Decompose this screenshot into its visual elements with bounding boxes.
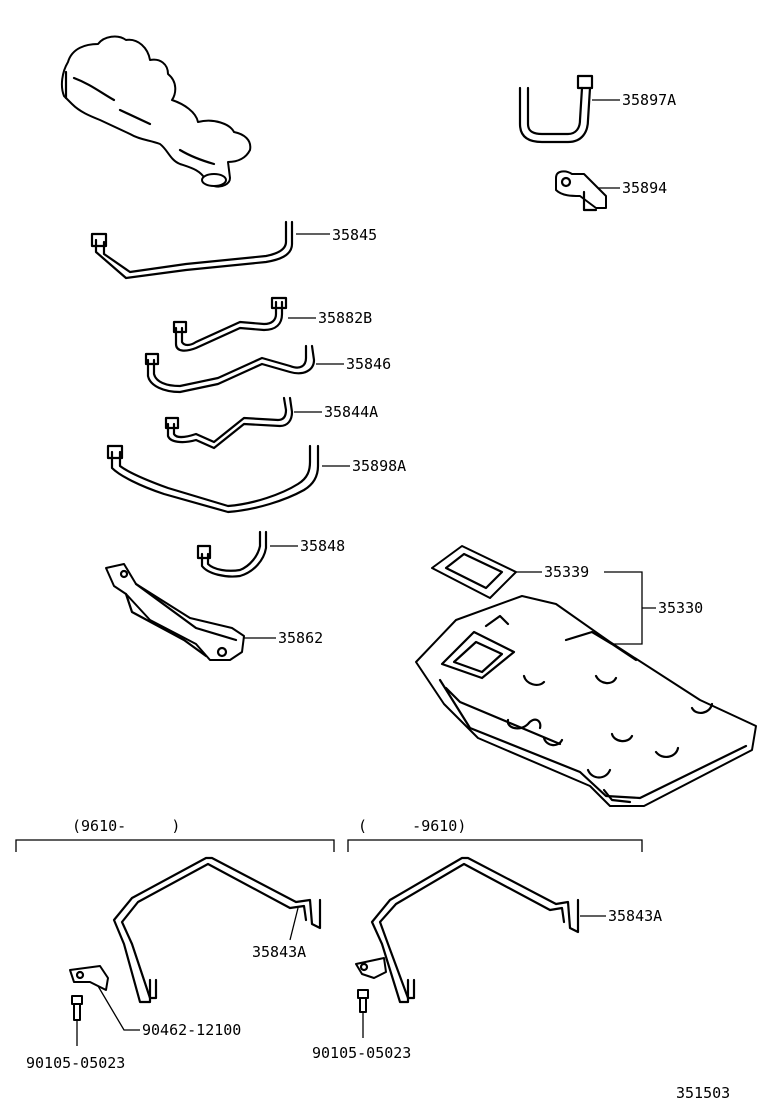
tube-35882B [172, 296, 288, 352]
clip-35894 [555, 170, 607, 212]
tube-35846 [144, 344, 316, 394]
label-90105-right: 90105-05023 [312, 1044, 411, 1062]
leader-35843A-left [289, 907, 299, 941]
tube-35844A [164, 396, 294, 450]
tube-35898A [106, 444, 320, 514]
tube-35848 [196, 530, 268, 578]
tube-35897A [518, 74, 594, 144]
bolt-90105-left [71, 995, 83, 1021]
gasket-35339 [431, 545, 517, 599]
clamp-right [355, 957, 387, 979]
label-35843A-left: 35843A [252, 943, 306, 961]
label-35846: 35846 [346, 355, 391, 373]
bolt-90105-right [357, 989, 369, 1013]
range-bracket-left [15, 839, 335, 852]
range-label-right: ( -9610) [358, 817, 466, 835]
label-90105-left: 90105-05023 [26, 1054, 125, 1072]
clamp-90462 [69, 965, 109, 991]
tube-35843A-right [370, 856, 580, 1004]
valve-body-part [60, 35, 252, 188]
label-35845: 35845 [332, 226, 377, 244]
label-35330: 35330 [658, 599, 703, 617]
strainer-35330 [415, 595, 757, 807]
label-35848: 35848 [300, 537, 345, 555]
label-35844A: 35844A [324, 403, 378, 421]
tube-35843A-left [112, 856, 322, 1004]
diagram-number: 351503 [676, 1084, 730, 1102]
label-35898A: 35898A [352, 457, 406, 475]
leader-35330-bracket [604, 571, 656, 645]
label-35894: 35894 [622, 179, 667, 197]
label-35843A-right: 35843A [608, 907, 662, 925]
leader-90462 [97, 985, 140, 1031]
label-35339: 35339 [544, 563, 589, 581]
label-35862: 35862 [278, 629, 323, 647]
bracket-35862 [105, 563, 245, 661]
range-label-left: (9610- ) [72, 817, 180, 835]
label-35897A: 35897A [622, 91, 676, 109]
label-90462: 90462-12100 [142, 1021, 241, 1039]
range-bracket-right [347, 839, 643, 852]
label-35882B: 35882B [318, 309, 372, 327]
tube-35845 [90, 220, 294, 280]
